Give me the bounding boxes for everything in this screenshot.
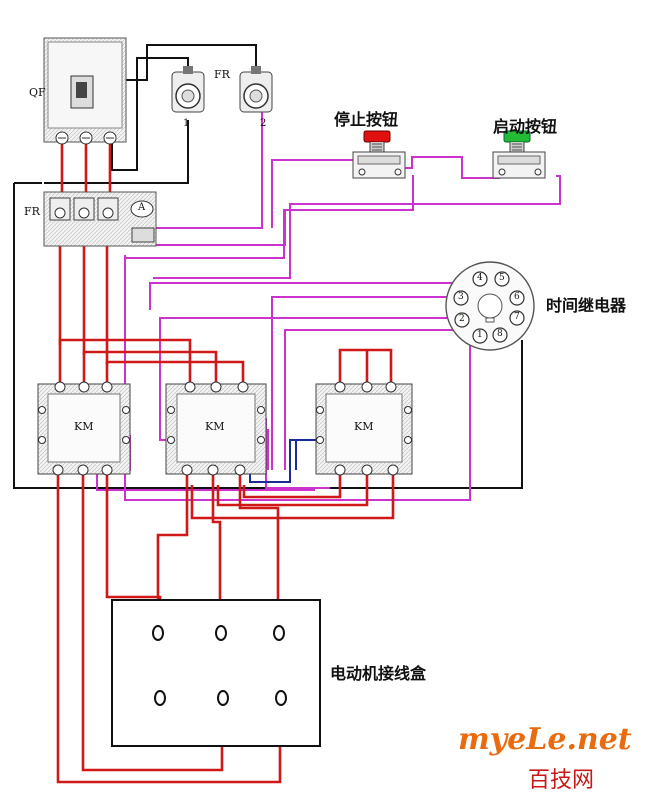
qf-label: QF bbox=[29, 86, 46, 99]
relay-pin-1: 1 bbox=[477, 330, 483, 340]
blue-wires bbox=[249, 439, 318, 483]
fr-thermal-relay bbox=[43, 191, 157, 247]
motor-junction-box bbox=[111, 599, 321, 747]
start-button-label: 启动按钮 bbox=[493, 117, 558, 136]
contactor-km3 bbox=[315, 381, 413, 476]
black-wires bbox=[13, 44, 523, 489]
relay-pin-2: 2 bbox=[459, 314, 465, 324]
relay-pin-4: 4 bbox=[477, 273, 483, 283]
fr-terminal-2 bbox=[239, 66, 273, 113]
watermark-brand: myeLe.net bbox=[458, 722, 632, 757]
fr-terminal-1 bbox=[171, 66, 205, 113]
km3-label: KM bbox=[354, 420, 374, 433]
fr-label-side: FR bbox=[24, 205, 40, 218]
km1-label: KM bbox=[74, 420, 94, 433]
time-relay-socket bbox=[445, 261, 535, 351]
km2-label: KM bbox=[205, 420, 225, 433]
stop-button-label: 停止按钮 bbox=[334, 110, 399, 129]
relay-pin-5: 5 bbox=[499, 273, 505, 283]
fr-port-2-label: 2 bbox=[260, 118, 267, 129]
start-button-switch bbox=[492, 130, 546, 179]
relay-pin-8: 8 bbox=[497, 329, 503, 339]
motor-box-label: 电动机接线盒 bbox=[330, 664, 427, 683]
stop-button-switch bbox=[352, 130, 406, 179]
relay-pin-3: 3 bbox=[458, 292, 464, 302]
fr-label-top: FR bbox=[214, 68, 230, 81]
watermark-chinese: 百技网 bbox=[528, 768, 595, 793]
contactor-km2 bbox=[165, 381, 267, 476]
contactor-km1 bbox=[37, 381, 131, 476]
qf-breaker bbox=[43, 37, 127, 145]
fr-port-1-label: 1 bbox=[183, 118, 190, 129]
time-relay-label: 时间继电器 bbox=[546, 296, 627, 315]
ammeter-label: A bbox=[138, 202, 146, 213]
relay-pin-6: 6 bbox=[514, 292, 520, 302]
relay-pin-7: 7 bbox=[514, 312, 520, 322]
